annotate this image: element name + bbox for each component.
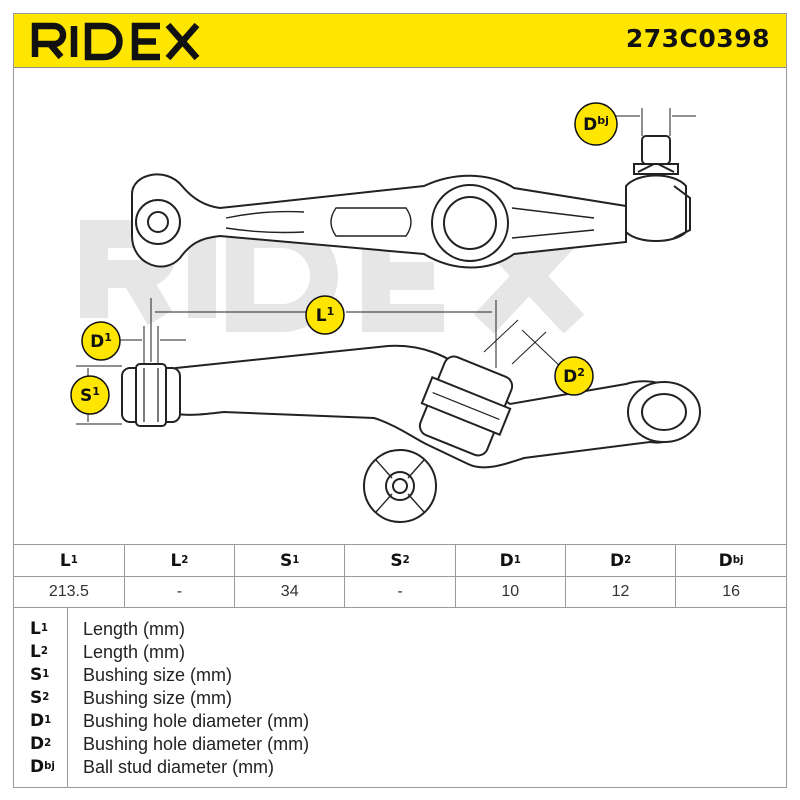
dbj-dimension-lines [614, 108, 696, 136]
ridex-logo-mark [31, 22, 200, 61]
svg-text:D1: D1 [90, 331, 112, 352]
value-d1: 10 [454, 576, 566, 608]
header-s1: S1 [234, 544, 346, 577]
value-d2: 12 [564, 576, 677, 608]
legend-text: Bushing size (mm) [83, 688, 233, 708]
spec-table-header-row: L1 L2 S1 S2 D1 D2 Dbj [14, 544, 786, 577]
value-l1: 213.5 [14, 576, 125, 608]
legend-text: Length (mm) [83, 642, 186, 662]
legend-item: S2 Bushing size (mm) [14, 688, 786, 711]
legend: L1 Length (mm) L2 Length (mm) S1 Bushing… [14, 607, 786, 787]
svg-text:Dbj: Dbj [583, 114, 609, 135]
legend-text: Bushing hole diameter (mm) [83, 711, 310, 731]
svg-text:S1: S1 [80, 385, 100, 406]
value-l2: - [123, 576, 236, 608]
legend-key: Dbj [30, 757, 55, 777]
legend-item: S1 Bushing size (mm) [14, 665, 786, 688]
header-s2: S2 [344, 544, 456, 577]
legend-item: L1 Length (mm) [14, 619, 786, 642]
legend-key: S2 [30, 688, 50, 708]
spec-table-value-row: 213.5 - 34 - 10 12 16 [14, 576, 786, 608]
svg-text:L1: L1 [316, 305, 335, 326]
spec-table: L1 L2 S1 S2 D1 D2 Dbj 213.5 - 34 - 10 12… [14, 544, 786, 608]
legend-item: D1 Bushing hole diameter (mm) [14, 711, 786, 734]
legend-key: L1 [30, 619, 48, 639]
header-dbj: Dbj [675, 544, 786, 577]
value-s1: 34 [234, 576, 346, 608]
technical-drawing: Dbj L1 D1 S1 D2 [70, 102, 701, 523]
legend-item: Dbj Ball stud diameter (mm) [14, 757, 786, 780]
legend-text: Bushing hole diameter (mm) [83, 734, 310, 754]
l1-marker: L1 [305, 295, 345, 335]
value-dbj: 16 [675, 576, 786, 608]
header-l1: L1 [14, 544, 125, 577]
arm-top-view [131, 135, 691, 269]
dimension-lines [76, 298, 563, 425]
legend-text: Length (mm) [83, 619, 186, 639]
legend-key: L2 [30, 642, 48, 662]
header-l2: L2 [123, 544, 236, 577]
legend-key: S1 [30, 665, 50, 685]
brand-logo [30, 19, 205, 65]
legend-text: Bushing size (mm) [83, 665, 233, 685]
dbj-marker: Dbj [574, 102, 618, 146]
legend-divider [67, 607, 68, 787]
legend-key: D1 [30, 711, 52, 731]
legend-item: L2 Length (mm) [14, 642, 786, 665]
legend-key: D2 [30, 734, 52, 754]
legend-item: D2 Bushing hole diameter (mm) [14, 734, 786, 757]
header-d2: D2 [564, 544, 677, 577]
header-bar: 273C0398 [14, 14, 786, 68]
arm-side-view [121, 344, 701, 523]
value-s2: - [344, 576, 456, 608]
part-number: 273C0398 [625, 24, 770, 53]
product-sheet: 273C0398 [13, 13, 787, 788]
svg-text:D2: D2 [563, 366, 585, 387]
s1-marker: S1 [70, 375, 110, 415]
d1-marker: D1 [81, 321, 121, 361]
header-d1: D1 [454, 544, 566, 577]
d2-marker: D2 [554, 356, 594, 396]
legend-text: Ball stud diameter (mm) [83, 757, 275, 777]
